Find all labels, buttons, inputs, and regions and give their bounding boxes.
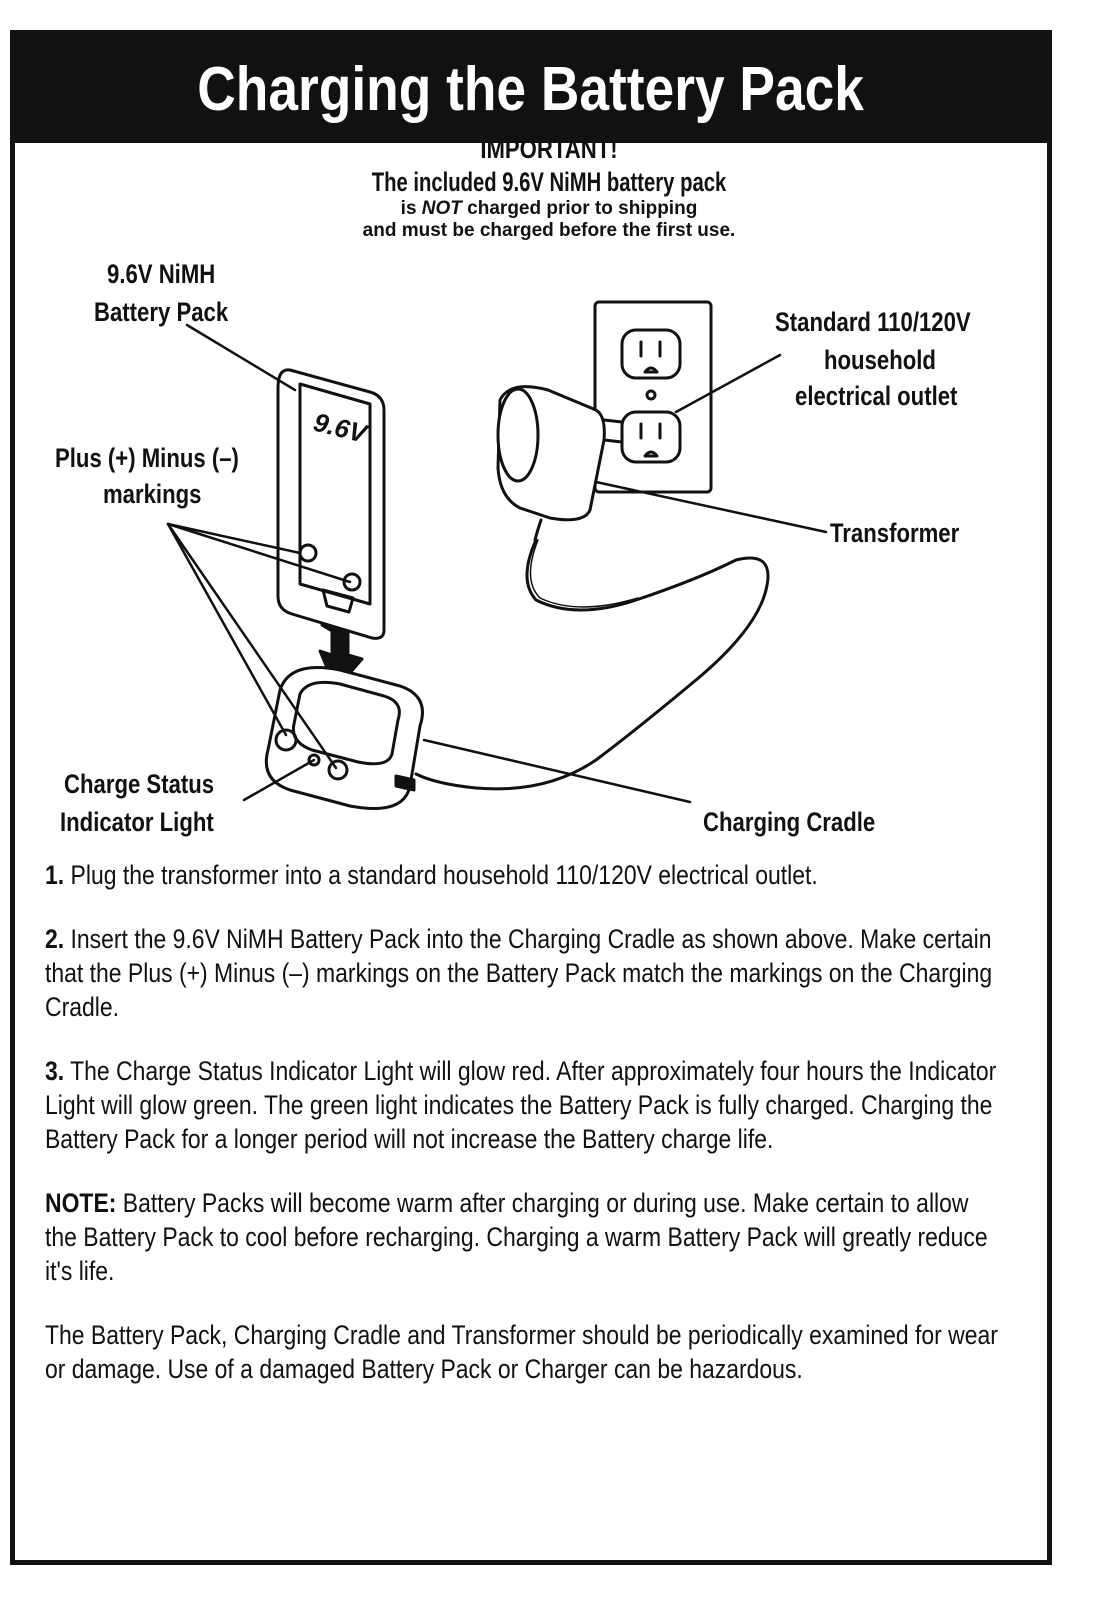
label-battery-pack-line1: 9.6V NiMH xyxy=(107,259,216,289)
leader-markings-2 xyxy=(166,522,352,584)
step-text: Plug the transformer into a standard hou… xyxy=(70,860,818,890)
label-indicator-line2: Indicator Light xyxy=(60,807,214,837)
label-markings-line1: Plus (+) Minus (–) xyxy=(55,443,239,473)
step-3: 3. The Charge Status Indicator Light wil… xyxy=(45,1054,1005,1156)
warning: The Battery Pack, Charging Cradle and Tr… xyxy=(45,1318,1005,1386)
transformer-illustration xyxy=(496,385,624,542)
step-2: 2. Insert the 9.6V NiMH Battery Pack int… xyxy=(45,922,1005,1024)
page-frame: Charging the Battery Pack xyxy=(10,30,1052,1565)
leader-outlet xyxy=(674,353,782,414)
outlet-socket-bottom xyxy=(620,410,682,464)
label-outlet-line1: Standard 110/120V xyxy=(775,307,971,337)
instruction-list: 1. Plug the transformer into a standard … xyxy=(45,858,1005,1416)
label-indicator-line1: Charge Status xyxy=(64,769,215,799)
label-battery-pack-line2: Battery Pack xyxy=(94,297,229,327)
step-text: The Charge Status Indicator Light will g… xyxy=(45,1056,997,1154)
important-heading: IMPORTANT! xyxy=(480,134,618,164)
note-label: NOTE: xyxy=(45,1188,117,1218)
step-number: 3. xyxy=(45,1056,65,1086)
outlet-screw xyxy=(645,389,657,401)
leader-markings-4 xyxy=(166,522,338,770)
note: NOTE: Battery Packs will become warm aft… xyxy=(45,1186,1005,1288)
leader-markings-1 xyxy=(166,522,302,555)
page-title: Charging the Battery Pack xyxy=(197,54,865,124)
label-charging-cradle: Charging Cradle xyxy=(703,807,876,837)
step-text: Insert the 9.6V NiMH Battery Pack into t… xyxy=(45,924,993,1022)
note-text: Battery Packs will become warm after cha… xyxy=(45,1188,988,1286)
outlet-socket-top xyxy=(620,328,682,380)
important-notice: IMPORTANT! The included 9.6V NiMH batter… xyxy=(0,132,1098,242)
important-line-3: and must be charged before the first use… xyxy=(362,220,736,241)
charging-diagram: 9.6V xyxy=(166,300,828,810)
step-number: 2. xyxy=(45,924,65,954)
battery-pack-illustration: 9.6V xyxy=(276,368,386,640)
power-cord xyxy=(414,538,770,791)
important-line-2: is NOT charged prior to shipping xyxy=(400,198,698,219)
title-bar: Charging the Battery Pack xyxy=(15,35,1047,143)
important-line-1: The included 9.6V NiMH battery pack xyxy=(371,167,727,197)
leader-markings-3 xyxy=(166,522,288,737)
not-emphasis: NOT xyxy=(421,198,462,219)
leader-battery xyxy=(185,323,297,392)
warning-text: The Battery Pack, Charging Cradle and Tr… xyxy=(45,1320,998,1384)
step-number: 1. xyxy=(45,860,65,890)
leader-cradle xyxy=(422,738,692,804)
leader-indicator xyxy=(242,758,316,802)
label-transformer: Transformer xyxy=(830,518,960,548)
label-markings-line2: markings xyxy=(103,479,202,509)
leader-transformer xyxy=(594,480,828,534)
charging-cradle-illustration xyxy=(264,666,424,810)
label-outlet-line2: household xyxy=(824,345,936,375)
label-outlet-line3: electrical outlet xyxy=(795,381,958,411)
step-1: 1. Plug the transformer into a standard … xyxy=(45,858,1005,892)
